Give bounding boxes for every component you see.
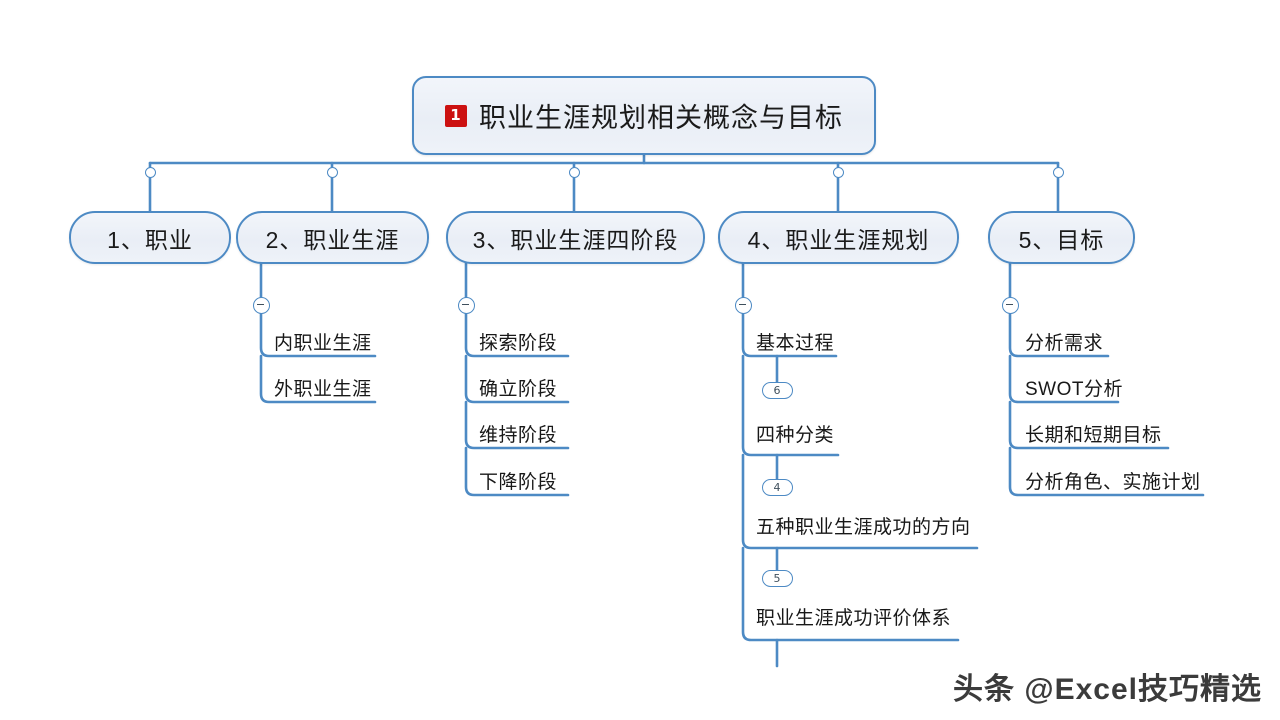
root-node-label: 职业生涯规划相关概念与目标: [479, 103, 843, 133]
branch-node-1[interactable]: 1、职业: [69, 211, 231, 264]
leaf-node[interactable]: 确立阶段: [479, 379, 558, 400]
root-number-icon: 1: [445, 104, 467, 127]
root-node-content: 1 职业生涯规划相关概念与目标: [445, 96, 843, 135]
bus-junction-dot-2[interactable]: [326, 167, 338, 178]
collapse-toggle-branch-4[interactable]: [734, 296, 752, 314]
branch-node-3-label: 3、职业生涯四阶段: [472, 226, 679, 253]
leaf-node[interactable]: 职业生涯成功评价体系: [756, 608, 952, 629]
leaf-node[interactable]: 内职业生涯: [274, 333, 372, 354]
collapse-toggle-branch-3[interactable]: [457, 296, 475, 314]
collapsed-count-badge[interactable]: 4: [761, 479, 793, 496]
branch-node-5[interactable]: 5、目标: [988, 211, 1135, 264]
branch-node-4-label: 4、职业生涯规划: [747, 226, 930, 253]
leaf-node[interactable]: SWOT分析: [1025, 379, 1123, 400]
bus-junction-dot-5[interactable]: [1052, 167, 1064, 178]
branch-node-5-label: 5、目标: [1018, 226, 1105, 253]
branch-node-4[interactable]: 4、职业生涯规划: [718, 211, 959, 264]
branch-node-1-label: 1、职业: [107, 226, 193, 253]
watermark-text: 头条 @Excel技巧精选: [953, 673, 1262, 706]
collapsed-count-badge[interactable]: 6: [761, 382, 793, 399]
leaf-node[interactable]: 五种职业生涯成功的方向: [756, 517, 971, 538]
leaf-node[interactable]: 长期和短期目标: [1025, 425, 1162, 446]
leaf-node[interactable]: 四种分类: [756, 425, 835, 446]
leaf-node[interactable]: 分析角色、实施计划: [1025, 472, 1201, 493]
leaf-node[interactable]: 探索阶段: [479, 333, 558, 354]
branch-node-3[interactable]: 3、职业生涯四阶段: [446, 211, 705, 264]
bus-junction-dot-4[interactable]: [832, 167, 844, 178]
leaf-node[interactable]: 分析需求: [1025, 333, 1104, 354]
branch-node-2[interactable]: 2、职业生涯: [236, 211, 429, 264]
collapsed-count-badge[interactable]: 5: [761, 570, 793, 587]
leaf-node[interactable]: 外职业生涯: [274, 379, 372, 400]
leaf-node[interactable]: 基本过程: [756, 333, 835, 354]
collapse-toggle-branch-5[interactable]: [1001, 296, 1019, 314]
branch-node-2-label: 2、职业生涯: [265, 226, 400, 253]
collapse-toggle-branch-2[interactable]: [252, 296, 270, 314]
leaf-node[interactable]: 下降阶段: [479, 472, 558, 493]
leaf-node[interactable]: 维持阶段: [479, 425, 558, 446]
root-node[interactable]: 1 职业生涯规划相关概念与目标: [412, 76, 876, 155]
bus-junction-dot-3[interactable]: [568, 167, 580, 178]
bus-junction-dot-1[interactable]: [144, 167, 156, 178]
